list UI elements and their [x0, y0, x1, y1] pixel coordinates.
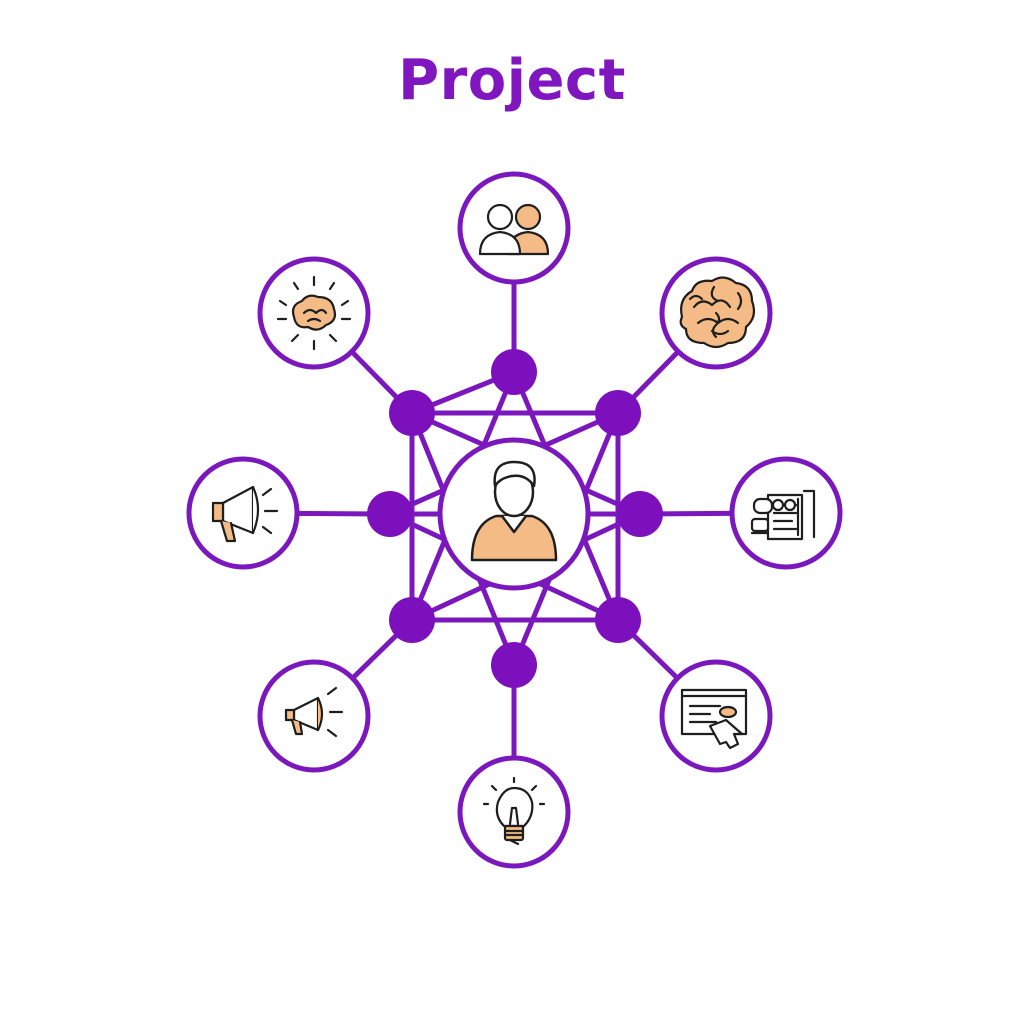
satellite-node-brain	[659, 256, 773, 370]
satellite-node-lightbulb	[457, 755, 571, 869]
satellite-node-megaphone-small	[257, 659, 371, 773]
satellite-node-idea-brain	[257, 256, 371, 370]
hub-node	[617, 491, 663, 537]
satellite-node-megaphone-large	[186, 456, 300, 570]
page-title: Project	[398, 48, 626, 113]
brain-idea-icon	[276, 275, 352, 351]
hub-node	[595, 390, 641, 436]
lightbulb-icon	[482, 776, 546, 846]
screen-touch-icon	[680, 688, 748, 750]
center-node	[437, 437, 591, 591]
satellite-node-document	[729, 456, 843, 570]
hub-node	[595, 597, 641, 643]
hub-node	[389, 597, 435, 643]
satellite-node-screen	[659, 659, 773, 773]
person-icon	[470, 460, 558, 562]
document-icon	[750, 489, 816, 541]
satellite-node-team	[457, 171, 571, 285]
brain-icon	[679, 276, 756, 349]
hub-node	[367, 491, 413, 537]
megaphone-icon	[284, 686, 344, 738]
hub-node	[491, 349, 537, 395]
hub-node	[491, 642, 537, 688]
megaphone-icon	[211, 485, 279, 543]
team-icon	[478, 203, 550, 256]
hub-node	[389, 390, 435, 436]
